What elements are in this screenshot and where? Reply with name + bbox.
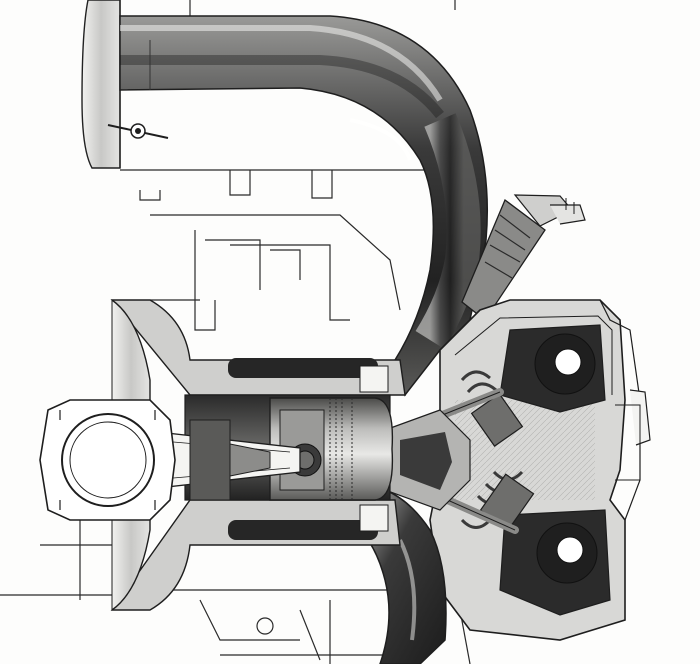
camshaft-upper [499,324,606,413]
intake-plenum [81,0,121,169]
crank-big-end [39,399,176,521]
throttle-butterfly [107,123,169,139]
background-outlines [0,0,471,664]
intake-manifold-runner [119,15,488,397]
connecting-rod [139,419,301,501]
coolant-passage [228,358,389,540]
fuel-injector [461,194,586,321]
combustion-chamber [384,409,471,511]
camshaft-lower [499,509,611,616]
